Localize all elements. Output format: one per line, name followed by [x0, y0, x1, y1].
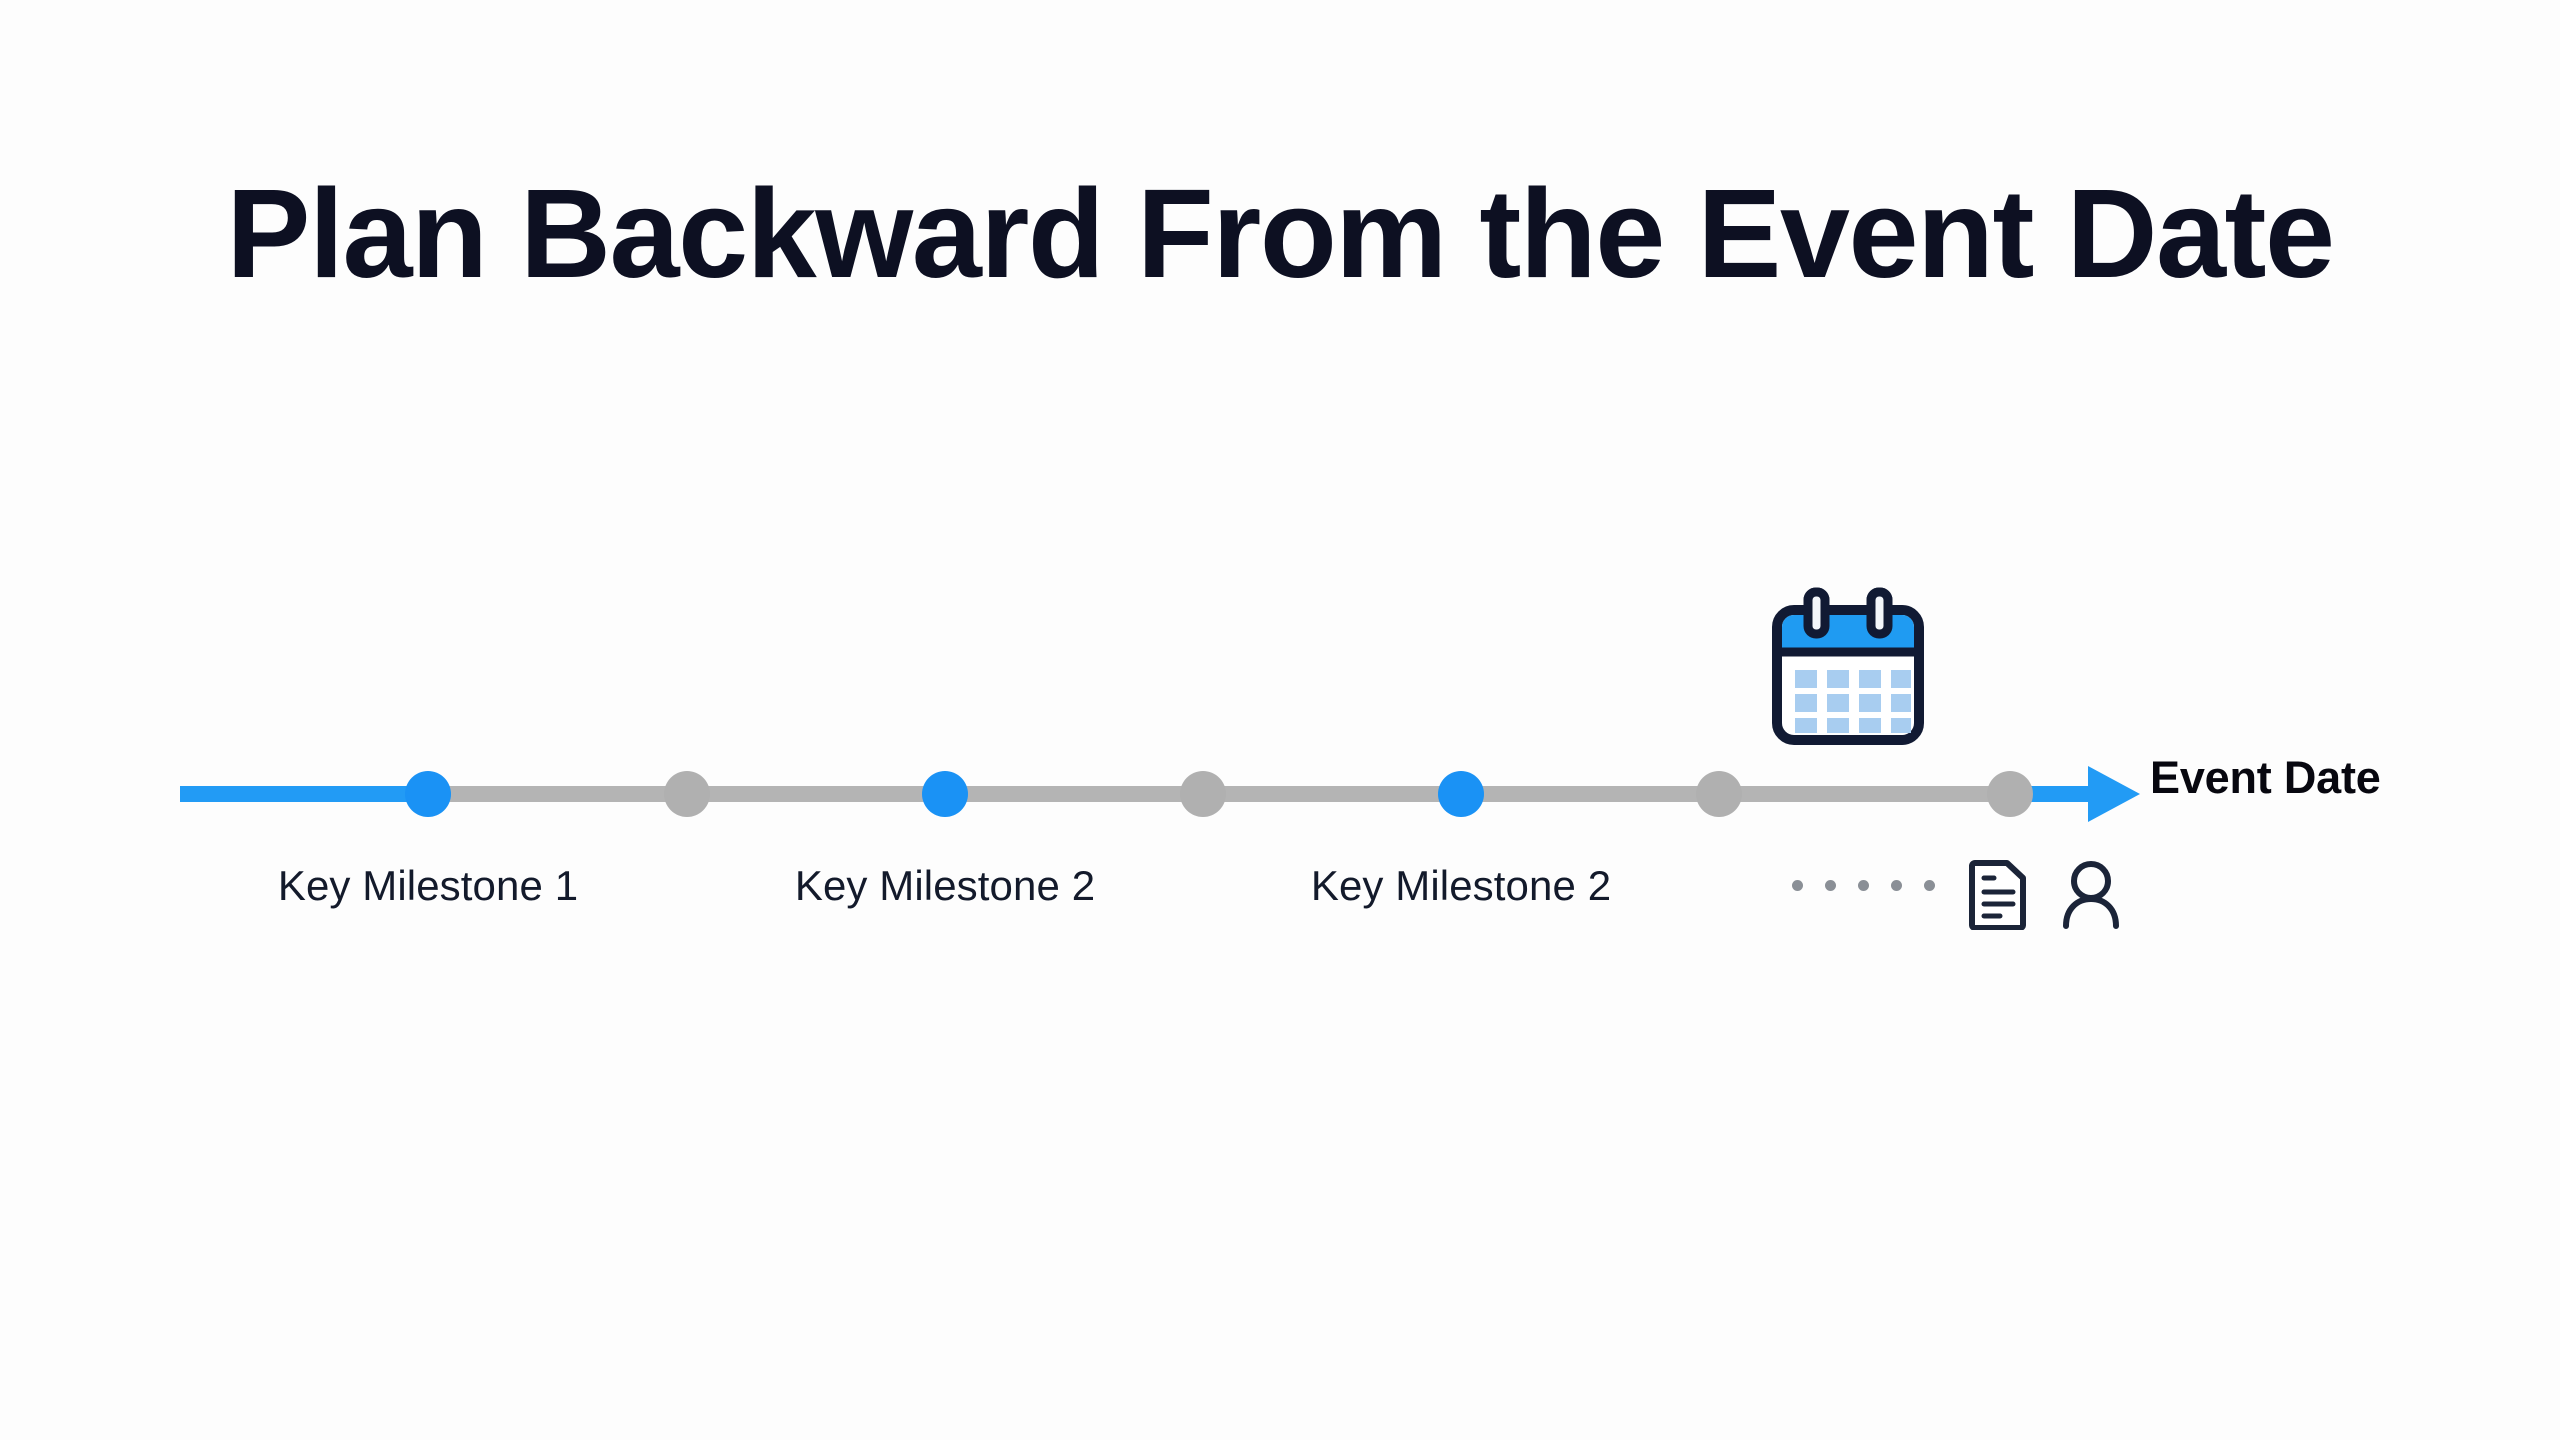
ellipsis-dot — [1825, 880, 1836, 891]
timeline-node-4[interactable] — [1180, 771, 1226, 817]
event-date-label: Event Date — [2150, 752, 2381, 803]
ellipsis-dot — [1858, 880, 1869, 891]
ellipsis-dots — [1792, 880, 1935, 891]
timeline-arrow-icon — [2088, 766, 2140, 822]
timeline-track-blue-end — [2000, 786, 2100, 802]
timeline-track-gray — [420, 786, 2024, 802]
timeline-label-3: Key Milestone 2 — [1310, 862, 1612, 909]
timeline-node-5[interactable] — [1438, 771, 1484, 817]
timeline-node-6[interactable] — [1696, 771, 1742, 817]
page-title: Plan Backward From the Event Date — [226, 163, 2335, 304]
ellipsis-dot — [1792, 880, 1803, 891]
timeline-label-2: Key Milestone 2 — [794, 862, 1096, 909]
timeline-node-3[interactable] — [922, 771, 968, 817]
document-icon — [1968, 858, 2030, 935]
calendar-icon — [1768, 586, 1928, 771]
person-icon — [2062, 858, 2120, 935]
timeline-node-1[interactable] — [405, 771, 451, 817]
timeline-node-7[interactable] — [1987, 771, 2033, 817]
timeline-node-2[interactable] — [664, 771, 710, 817]
ellipsis-dot — [1891, 880, 1902, 891]
timeline-label-1: Key Milestone 1 — [277, 862, 579, 909]
timeline-track-blue-start — [180, 786, 430, 802]
ellipsis-dot — [1924, 880, 1935, 891]
